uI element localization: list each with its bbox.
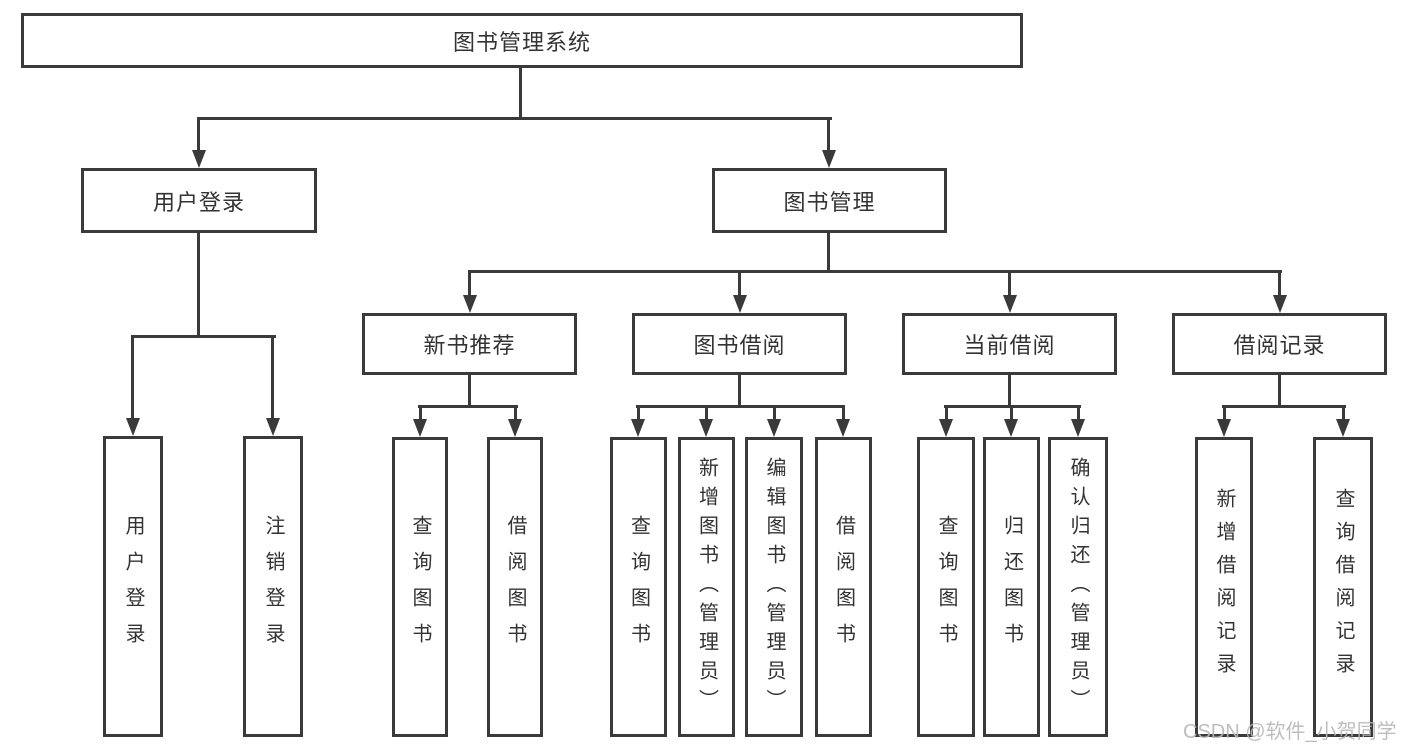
edge-current-borrow-stem	[1008, 373, 1011, 407]
node-label: 注销登录	[262, 514, 284, 659]
arrowhead-down-icon	[939, 419, 953, 437]
leaf-logout: 注销登录	[243, 436, 303, 737]
node-current-borrowing: 当前借阅	[902, 313, 1117, 375]
leaf-records-add-record: 新增借阅记录	[1195, 437, 1253, 737]
edge-new-books-bus	[418, 405, 518, 408]
node-book-borrowing: 图书借阅	[632, 313, 847, 375]
leaf-records-query-record: 查询借阅记录	[1313, 437, 1373, 737]
arrowhead-down-icon	[1273, 295, 1287, 313]
arrowhead-down-icon	[1071, 419, 1085, 437]
node-label: 图书借阅	[693, 333, 786, 358]
node-label: 借阅图书	[832, 515, 855, 659]
node-new-book-recommend: 新书推荐	[362, 313, 577, 375]
edge-book-borrow-stem	[738, 373, 741, 407]
arrowhead-down-icon	[822, 150, 836, 168]
arrowhead-down-icon	[1336, 419, 1350, 437]
node-book-management: 图书管理	[712, 168, 947, 233]
arrowhead-down-icon	[767, 419, 781, 437]
edge-drop-login	[131, 335, 134, 419]
arrowhead-down-icon	[699, 419, 713, 437]
edge-drop-leaf	[637, 405, 640, 420]
node-label: 用户登录	[122, 514, 144, 659]
node-label: 查询借阅记录	[1332, 488, 1354, 686]
arrowhead-down-icon	[508, 419, 522, 437]
arrowhead-down-icon	[266, 418, 280, 436]
edge-drop-borrow-records	[1278, 270, 1281, 296]
edge-new-books-stem	[468, 373, 471, 407]
node-label: 当前借阅	[963, 333, 1056, 358]
arrowhead-down-icon	[836, 419, 850, 437]
edge-drop-user-login	[197, 117, 200, 151]
leaf-current-query-books: 查询图书	[917, 437, 975, 737]
edge-drop-leaf	[514, 405, 517, 420]
edge-drop-leaf	[419, 405, 422, 420]
csdn-watermark: CSDN @软件_小贺同学	[1183, 721, 1397, 743]
arrowhead-down-icon	[126, 418, 140, 436]
edge-user-login-stem	[197, 231, 200, 335]
node-label: 归还图书	[1000, 515, 1023, 659]
edge-user-login-bus	[131, 335, 276, 338]
edge-drop-book-mgmt	[827, 117, 830, 151]
leaf-borrowing-borrow-books: 借阅图书	[815, 437, 872, 737]
leaf-user-login: 用户登录	[103, 436, 163, 737]
node-label: 新增图书（管理员）	[695, 456, 718, 718]
node-label: 图书管理系统	[452, 29, 591, 55]
node-label: 新增借阅记录	[1213, 488, 1235, 686]
arrowhead-down-icon	[463, 295, 477, 313]
arrowhead-down-icon	[733, 295, 747, 313]
edge-drop-leaf	[1342, 405, 1345, 420]
node-label: 借阅图书	[504, 515, 526, 659]
node-label: 查询图书	[627, 515, 650, 659]
arrowhead-down-icon	[1217, 419, 1231, 437]
edge-drop-leaf	[1223, 405, 1226, 420]
edge-level3-bus	[468, 270, 1282, 273]
leaf-current-confirm-return-admin: 确认归还（管理员）	[1048, 437, 1108, 737]
edge-drop-leaf	[945, 405, 948, 420]
edge-drop-leaf	[705, 405, 708, 420]
node-borrowing-records: 借阅记录	[1172, 313, 1387, 375]
edge-drop-current-borrow	[1008, 270, 1011, 296]
edge-drop-leaf	[1077, 405, 1080, 420]
node-label: 查询图书	[935, 515, 957, 659]
node-user-login: 用户登录	[81, 168, 317, 233]
edge-drop-leaf	[842, 405, 845, 420]
arrowhead-down-icon	[192, 150, 206, 168]
edge-drop-book-borrow	[738, 270, 741, 296]
node-label: 确认归还（管理员）	[1067, 456, 1089, 718]
node-label: 编辑图书（管理员）	[763, 456, 785, 718]
edge-borrow-records-stem	[1278, 373, 1281, 407]
node-library-system: 图书管理系统	[21, 13, 1023, 68]
node-label: 新书推荐	[423, 333, 516, 358]
node-label: 查询图书	[409, 515, 431, 659]
edge-drop-leaf	[1010, 405, 1013, 420]
leaf-borrowing-query-books: 查询图书	[610, 437, 667, 737]
edge-root-stem	[519, 66, 522, 117]
edge-book-mgmt-stem	[827, 231, 830, 273]
leaf-newbooks-borrow-books: 借阅图书	[487, 437, 543, 737]
node-label: 用户登录	[152, 189, 245, 215]
leaf-borrowing-edit-books-admin: 编辑图书（管理员）	[745, 437, 803, 737]
arrowhead-down-icon	[1004, 419, 1018, 437]
leaf-borrowing-add-books-admin: 新增图书（管理员）	[678, 437, 735, 737]
node-label: 借阅记录	[1233, 333, 1326, 358]
edge-drop-logout	[271, 335, 274, 419]
edge-borrow-records-bus	[1222, 405, 1346, 408]
edge-book-borrow-bus	[636, 405, 845, 408]
arrowhead-down-icon	[631, 419, 645, 437]
arrowhead-down-icon	[1003, 295, 1017, 313]
edge-drop-leaf	[773, 405, 776, 420]
edge-drop-new-books	[468, 270, 471, 296]
arrowhead-down-icon	[413, 419, 427, 437]
leaf-newbooks-query-books: 查询图书	[392, 437, 448, 737]
edge-level2-bus	[197, 117, 832, 120]
node-label: 图书管理	[783, 189, 876, 215]
leaf-current-return-books: 归还图书	[983, 437, 1040, 737]
